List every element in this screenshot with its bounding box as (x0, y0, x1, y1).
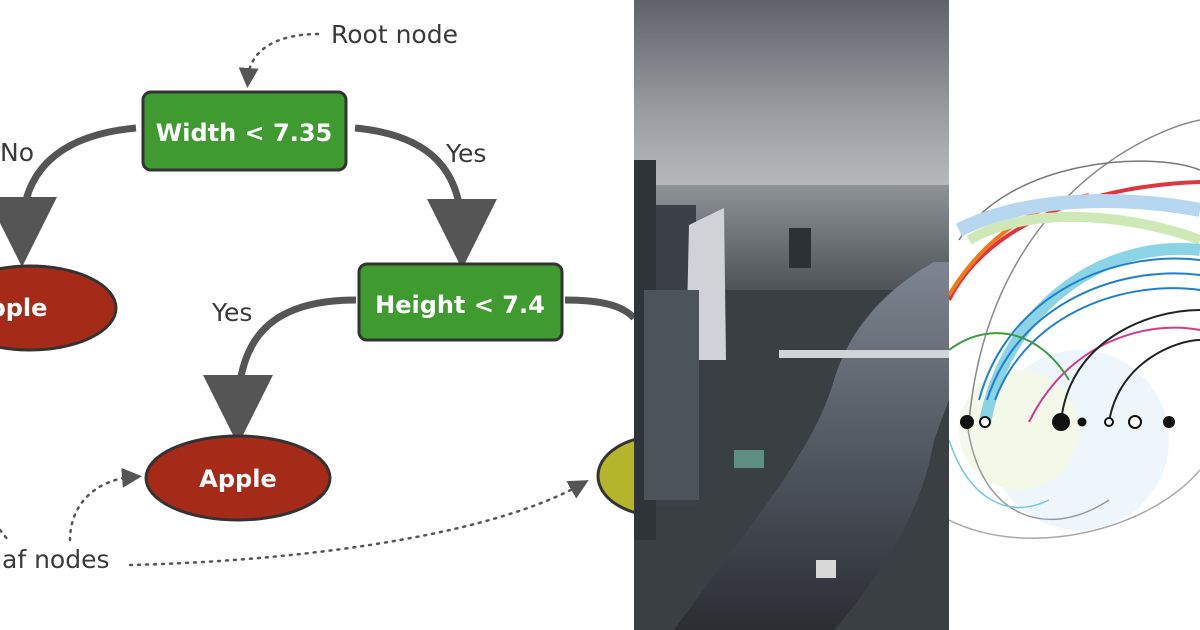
arc-lower-3 (949, 469, 1200, 539)
node-dot-7 (1163, 416, 1175, 428)
arc-blue-1 (978, 257, 1200, 401)
node-dot-2 (979, 416, 991, 428)
edge-label-yes-root: Yes (445, 139, 486, 168)
root-yes-arrow (354, 124, 497, 269)
root-node-annotation: Root node (331, 20, 458, 49)
arc-gray-large (968, 119, 1200, 423)
arc-green-pale (966, 211, 1200, 245)
node-dot-6 (1128, 415, 1142, 429)
node-dot-1 (960, 415, 974, 429)
leaf-annotation-pointer-left (68, 467, 142, 542)
arc-lower-1 (966, 421, 1110, 521)
arc-magenta (1028, 326, 1200, 423)
left-apple-leaf (0, 264, 118, 352)
inner-no-arrow (564, 296, 634, 321)
node-dot-4 (1077, 417, 1087, 427)
bridge (779, 350, 949, 358)
mid-building (789, 228, 811, 268)
leaf-annotation-pointer-stub (0, 528, 10, 542)
arc-black-1 (1060, 309, 1200, 423)
city-photo-svg (634, 0, 949, 630)
middle-apple-leaf (144, 434, 332, 522)
node-dot-3 (1052, 413, 1070, 431)
arc-black-2 (1108, 339, 1200, 423)
arc-red (949, 180, 1200, 301)
root-no-arrow (0, 124, 137, 267)
sky (634, 0, 949, 190)
inner-yes-arrow (203, 296, 357, 445)
leaf-annotation-pointer-right (128, 480, 589, 567)
root-annotation-pointer (238, 32, 320, 88)
arc-blue-2 (986, 272, 1200, 401)
inner-condition-text: Height < 7.4 (375, 291, 545, 319)
arc-green (949, 332, 1070, 381)
right-leaf-partial (596, 438, 634, 514)
decision-tree-svg: Root node No Yes Width < 7.35 pple Yes H… (0, 20, 634, 574)
city-photo (634, 0, 949, 630)
decision-tree-panel: Root node No Yes Width < 7.35 pple Yes H… (0, 20, 634, 574)
boat (816, 560, 836, 578)
arc-lower-2 (949, 439, 1050, 509)
root-decision-node (141, 90, 348, 172)
middle-leaf-text: Apple (199, 465, 276, 493)
left-leaf-text: pple (0, 294, 47, 322)
arc-diagram (949, 0, 1200, 630)
dock (734, 450, 764, 468)
edge-label-yes-inner: Yes (211, 298, 252, 327)
tower-glass (644, 290, 699, 500)
root-condition-text: Width < 7.35 (156, 119, 332, 147)
inner-decision-node (357, 262, 564, 342)
node-dot-5 (1104, 417, 1114, 427)
arc-diagram-svg (949, 119, 1200, 539)
arc-blue-3 (994, 287, 1200, 401)
arc-light-blue-band (955, 194, 1200, 237)
leaf-nodes-annotation: af nodes (2, 545, 109, 574)
edge-label-no: No (0, 138, 34, 167)
